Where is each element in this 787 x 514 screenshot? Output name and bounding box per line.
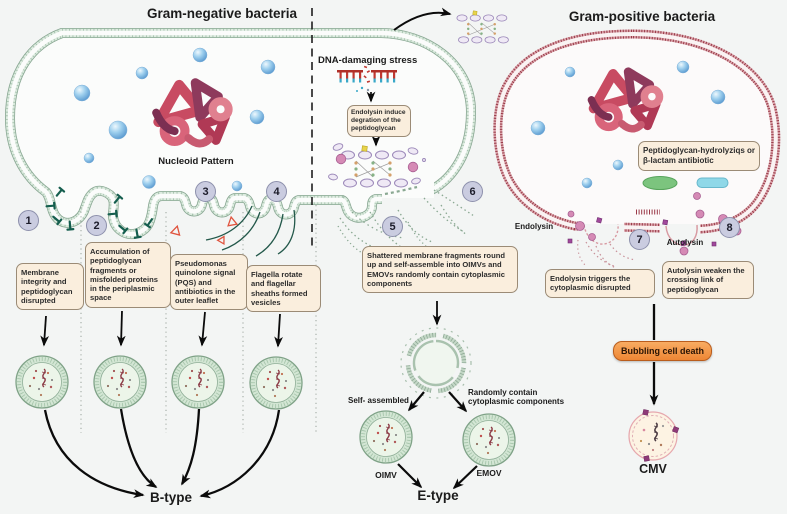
step-number: 5	[389, 220, 396, 233]
gram-positive-title: Gram-positive bacteria	[568, 9, 716, 24]
oimv-label: OIMV	[375, 470, 397, 480]
note-step3: Pseudomonas quinolone signal (PQS) and a…	[170, 254, 248, 311]
note-peptidoglycan-hydrolyziqs: Peptidoglycan-hydrolyziqs or β-lactam an…	[638, 141, 760, 171]
cytoplasm-spheres	[73, 47, 726, 192]
cmv-vesicle	[628, 408, 680, 463]
b-type-vesicle-2	[92, 354, 148, 410]
cmv-label: CMV	[639, 462, 667, 476]
step-number: 4	[273, 185, 280, 198]
step-number: 8	[726, 221, 733, 234]
step-number: 3	[202, 185, 209, 198]
step-badge-5: 5	[382, 216, 403, 237]
pqs-triangles	[169, 215, 239, 245]
note-step4: Flagella rotate and flagellar sheaths fo…	[246, 265, 321, 312]
dna-damage-icon	[337, 65, 397, 92]
autolysin-label: Autolysin	[666, 238, 704, 247]
peptidoglycan-lattice-icon-top	[456, 10, 509, 44]
step-badge-2: 2	[86, 215, 107, 236]
step-number: 2	[93, 219, 100, 232]
step-badge-6: 6	[462, 181, 483, 202]
note-step7: Endolysin triggers the cytoplasmic disru…	[545, 269, 655, 298]
gram-positive-blebs	[567, 192, 742, 269]
self-assembly-intermediate	[400, 327, 472, 399]
note-step2: Accumulation of peptidoglycan fragments …	[85, 242, 171, 308]
peptidoglycan-lattice-degraded	[328, 143, 426, 188]
step-badge-8: 8	[719, 217, 740, 238]
randomly-contain-label: Randomly contain cytoplasmic components	[468, 388, 565, 407]
flow-arrows	[40, 7, 659, 499]
step-number: 1	[25, 214, 32, 227]
step-badge-7: 7	[629, 229, 650, 250]
b-type-vesicle-1	[14, 354, 70, 410]
b-type-label: B-type	[149, 490, 192, 505]
b-type-vesicle-3	[170, 354, 226, 410]
note-endolysin-induce: Endolysin induce degration of the peptid…	[347, 105, 411, 138]
membrane-fragment-spray	[337, 185, 475, 257]
green-enzyme-icon	[642, 176, 678, 190]
nucleoid-pattern-label: Nucleoid Pattern	[158, 156, 234, 167]
step-number: 6	[469, 185, 476, 198]
blue-antibiotic-icon	[696, 177, 729, 188]
b-type-vesicle-4	[248, 355, 304, 411]
autolysin-molecules	[567, 217, 717, 247]
emov-vesicle	[461, 412, 517, 468]
step-badge-4: 4	[266, 181, 287, 202]
endolysin-label: Endolysin	[514, 222, 554, 231]
flagella	[205, 205, 296, 257]
gram-negative-title: Gram-negative bacteria	[146, 6, 298, 21]
e-type-label: E-type	[417, 488, 459, 503]
emov-label: EMOV	[476, 468, 502, 478]
note-step8: Autolysin weaken the crossing link of pe…	[662, 261, 754, 299]
oimv-vesicle	[358, 409, 414, 465]
note-step1: Membrane integrity and peptidoglycan dis…	[16, 263, 84, 310]
note-step5: Shattered membrane fragments round up an…	[362, 246, 518, 293]
self-assembled-label: Self- assembled	[348, 396, 409, 405]
step-badge-1: 1	[18, 210, 39, 231]
step-badge-3: 3	[195, 181, 216, 202]
bubbling-cell-death-badge: Bubbling cell death	[613, 341, 713, 361]
dna-damaging-stress-label: DNA-damaging stress	[318, 55, 418, 66]
step-number: 7	[636, 233, 643, 246]
